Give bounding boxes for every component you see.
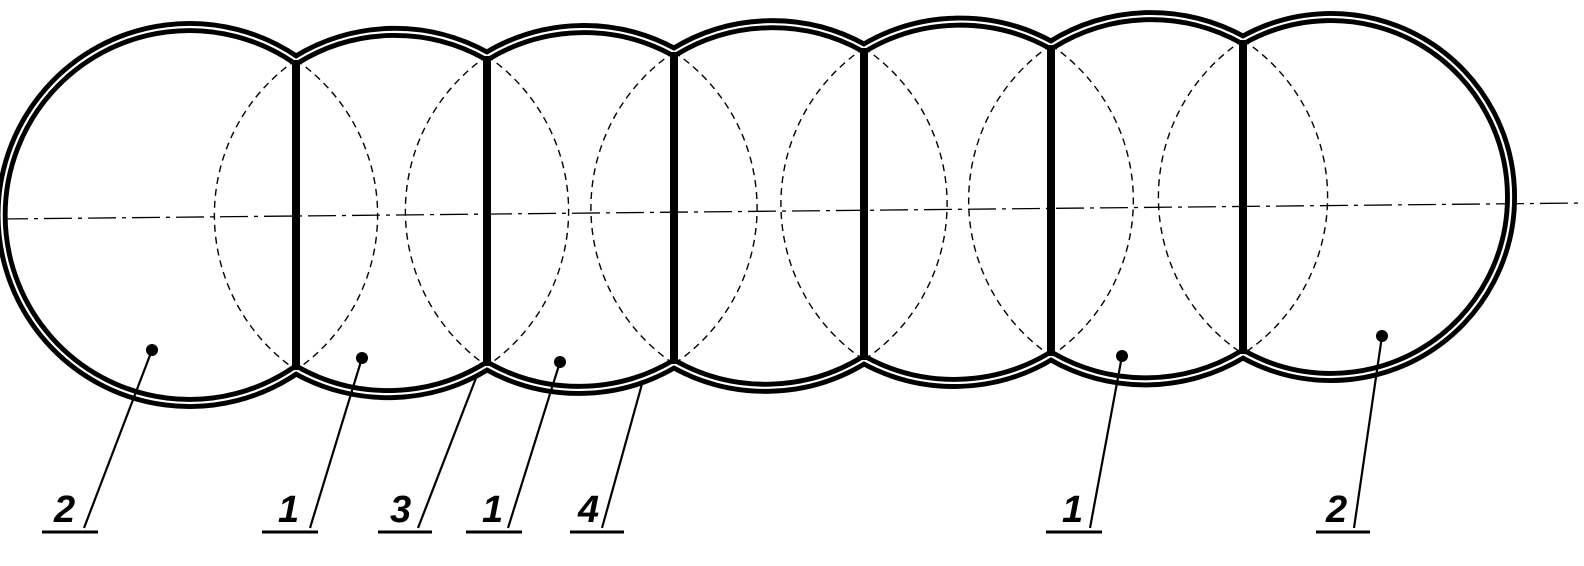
leader-line [600, 383, 644, 529]
callout-label: 2 [53, 489, 75, 531]
callout-label: 1 [278, 489, 299, 531]
callout-label: 4 [577, 489, 599, 531]
leader-line [1088, 355, 1124, 529]
hidden-arc [295, 59, 379, 371]
centerline-axis [0, 202, 1584, 220]
hidden-arc [968, 44, 1052, 357]
hidden-arc [1157, 39, 1244, 355]
hidden-arcs [213, 39, 1329, 371]
leader-line [416, 377, 478, 529]
partition-walls [292, 40, 1247, 370]
callout-4: 4 [570, 383, 644, 534]
leader-line [506, 361, 562, 529]
hidden-arc [1050, 44, 1134, 357]
outer-shell [0, 10, 1518, 409]
hidden-arc [780, 47, 865, 361]
hidden-arc [1242, 39, 1329, 355]
hidden-arc [673, 51, 758, 365]
callout-3: 3 [378, 377, 478, 534]
hidden-arc [590, 51, 675, 365]
callout-label: 2 [1325, 489, 1347, 531]
hidden-arc [486, 55, 570, 367]
callout-1-b: 1 [466, 356, 566, 534]
leader-line [1352, 335, 1384, 529]
leader-line [82, 349, 154, 529]
shell-outline [0, 10, 1518, 409]
hidden-arc [863, 47, 948, 361]
callout-2-right: 2 [1316, 330, 1388, 534]
callout-1-a: 1 [262, 352, 368, 534]
callout-label: 3 [390, 489, 411, 531]
callout-label: 1 [1062, 489, 1083, 531]
shell-inner-line [0, 15, 1513, 405]
hidden-arc [213, 59, 297, 371]
callout-label: 1 [482, 489, 503, 531]
leader-line [308, 357, 364, 529]
callout-1-c: 1 [1046, 350, 1128, 534]
callout-2-left: 2 [42, 344, 158, 534]
hidden-arc [404, 55, 488, 367]
